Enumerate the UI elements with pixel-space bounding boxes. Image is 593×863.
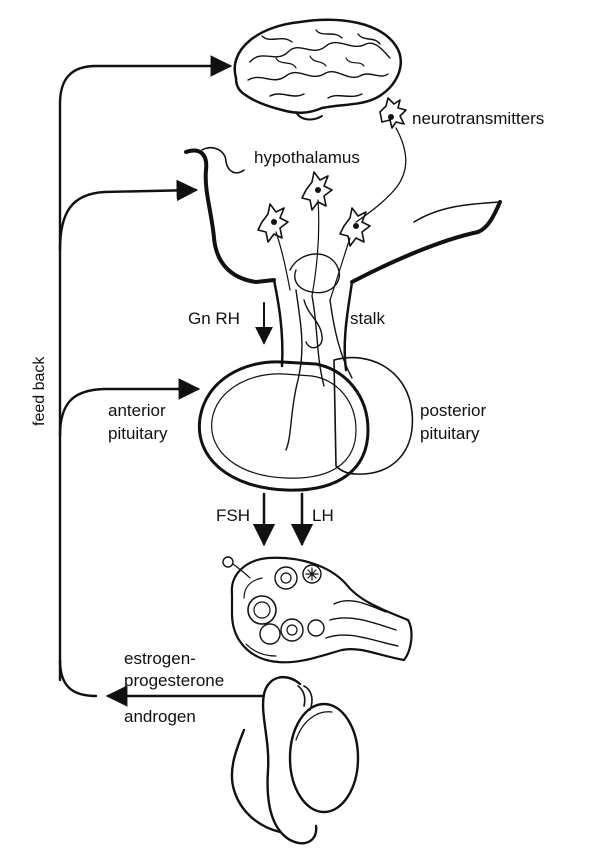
posterior-pituitary-label-line2: pituitary — [420, 424, 480, 443]
hypothalamic-neuron-icon — [301, 171, 333, 297]
hypothalamic-neuron-icon — [329, 207, 371, 301]
posterior-pituitary-lobe — [333, 356, 414, 475]
feedback-loop — [58, 55, 264, 707]
anterior-pituitary-lobe — [197, 360, 370, 492]
testis-icon — [230, 675, 360, 845]
brain-icon — [233, 18, 402, 121]
lh-label: LH — [312, 506, 334, 525]
anterior-pituitary-label-line1: anterior — [108, 401, 166, 420]
androgen-label: androgen — [124, 707, 196, 726]
estrogen-label-line2: progesterone — [124, 671, 224, 690]
gnrh-label: Gn RH — [188, 309, 240, 328]
hypothalamus-structure — [184, 146, 502, 284]
stalk-label: stalk — [350, 309, 385, 328]
hypothalamus-label: hypothalamus — [254, 148, 360, 167]
pituitary-stalk — [272, 253, 354, 451]
neurotransmitter-neuron-icon — [355, 97, 407, 223]
neurotransmitters-label: neurotransmitters — [412, 109, 544, 128]
posterior-pituitary-label-line1: posterior — [420, 401, 486, 420]
ovary-icon — [222, 556, 413, 664]
anterior-pituitary-label-line2: pituitary — [108, 424, 168, 443]
hypothalamic-neuron-icon — [257, 203, 291, 291]
feedback-label: feed back — [31, 356, 48, 426]
estrogen-label-line1: estrogen- — [124, 649, 196, 668]
fsh-label: FSH — [216, 506, 250, 525]
